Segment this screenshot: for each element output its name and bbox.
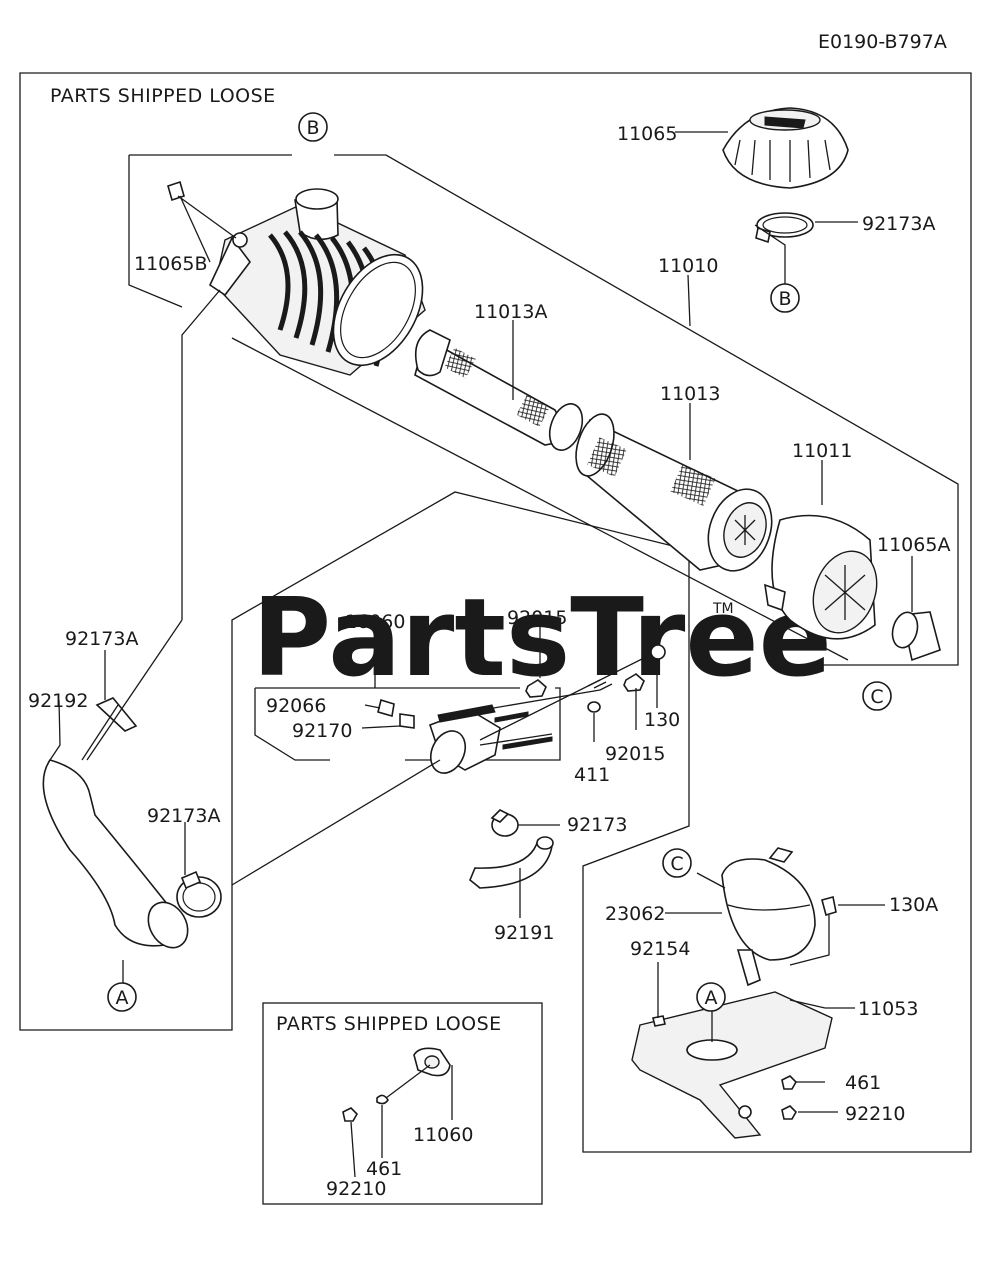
part-92173A-top-clamp [755,212,814,244]
label-411: 411 [574,764,610,786]
svg-text:A: A [116,987,129,1009]
label-92015-mid: 92015 [605,743,665,765]
label-92015-top: 92015 [507,607,567,629]
callout-b-top: B [298,112,328,142]
bracket-11010 [128,154,959,666]
part-92191-small-hose [469,836,554,889]
part-23062-band [721,847,837,987]
svg-text:C: C [870,686,883,708]
label-11010: 11010 [658,255,718,277]
bolt-threads-130 [587,679,613,691]
part-92210-nut-box [342,1107,358,1122]
part-92173A-hose-clamp [176,870,222,918]
label-11053: 11053 [858,998,918,1020]
part-11065-top-cap [722,107,849,189]
label-92173A-top: 92173A [862,213,935,235]
watermark-text: PartsTree [252,576,832,701]
label-23062: 23062 [605,903,665,925]
svg-text:A: A [705,987,718,1009]
part-92015-nuts [525,673,645,698]
label-92154: 92154 [630,938,690,960]
part-11065B-valve [167,180,237,239]
part-11011-cover [764,514,878,640]
callout-c-band: C [662,848,692,878]
part-411-washer [587,701,601,713]
label-11065B: 11065B [134,253,207,275]
svg-text:B: B [778,288,791,310]
label-11011: 11011 [792,440,852,462]
part-461-nut-right [781,1075,797,1090]
label-92173A-clamp: 92173A [147,805,220,827]
label-130A: 130A [889,894,938,916]
section-header-main: PARTS SHIPPED LOOSE [50,85,276,107]
label-92173A-left: 92173A [65,628,138,650]
label-92173: 92173 [567,814,627,836]
part-16060-intake-housing [428,689,601,774]
part-92192-intake-hose [42,697,189,949]
part-11065A-cap [891,611,941,662]
callout-a-hose: A [107,982,137,1012]
diagram-id: E0190-B797A [818,31,947,53]
label-461-right: 461 [845,1072,881,1094]
label-92191: 92191 [494,922,554,944]
svg-text:C: C [670,853,683,875]
label-92210-box: 92210 [326,1178,386,1200]
watermark-trademark: TM [712,601,734,617]
label-11065: 11065 [617,123,677,145]
callout-c-right: C [862,681,892,711]
label-11065A: 11065A [877,534,950,556]
loose-parts-box [262,1002,543,1205]
part-130-long-bolt [479,644,666,741]
part-92170-fitting [399,713,415,729]
label-130: 130 [644,709,680,731]
label-461-box: 461 [366,1158,402,1180]
part-92210-nut-right [781,1105,797,1120]
leader-lines [49,131,913,1178]
svg-text:B: B [306,117,319,139]
label-11013: 11013 [660,383,720,405]
air-cleaner-body [208,188,426,376]
label-11060: 11060 [413,1124,473,1146]
part-11060-gasket [413,1047,451,1077]
label-11013A: 11013A [474,301,547,323]
part-92173-small-clamp [490,809,519,837]
label-92192: 92192 [28,690,88,712]
label-92210-right: 92210 [845,1103,905,1125]
callout-a-bracket: A [696,982,726,1012]
part-461-washer-box [376,1094,389,1105]
label-16060: 16060 [345,611,405,633]
label-92170: 92170 [292,720,352,742]
section-header-loose-box: PARTS SHIPPED LOOSE [276,1013,502,1035]
label-92066: 92066 [266,695,326,717]
part-92066-plug [377,698,395,718]
callout-b-right: B [770,283,800,313]
part-11013A-inner-filter [414,329,584,451]
part-11053-bracket [631,991,833,1139]
part-11013-outer-filter [575,413,773,572]
main-frame [19,72,972,1153]
